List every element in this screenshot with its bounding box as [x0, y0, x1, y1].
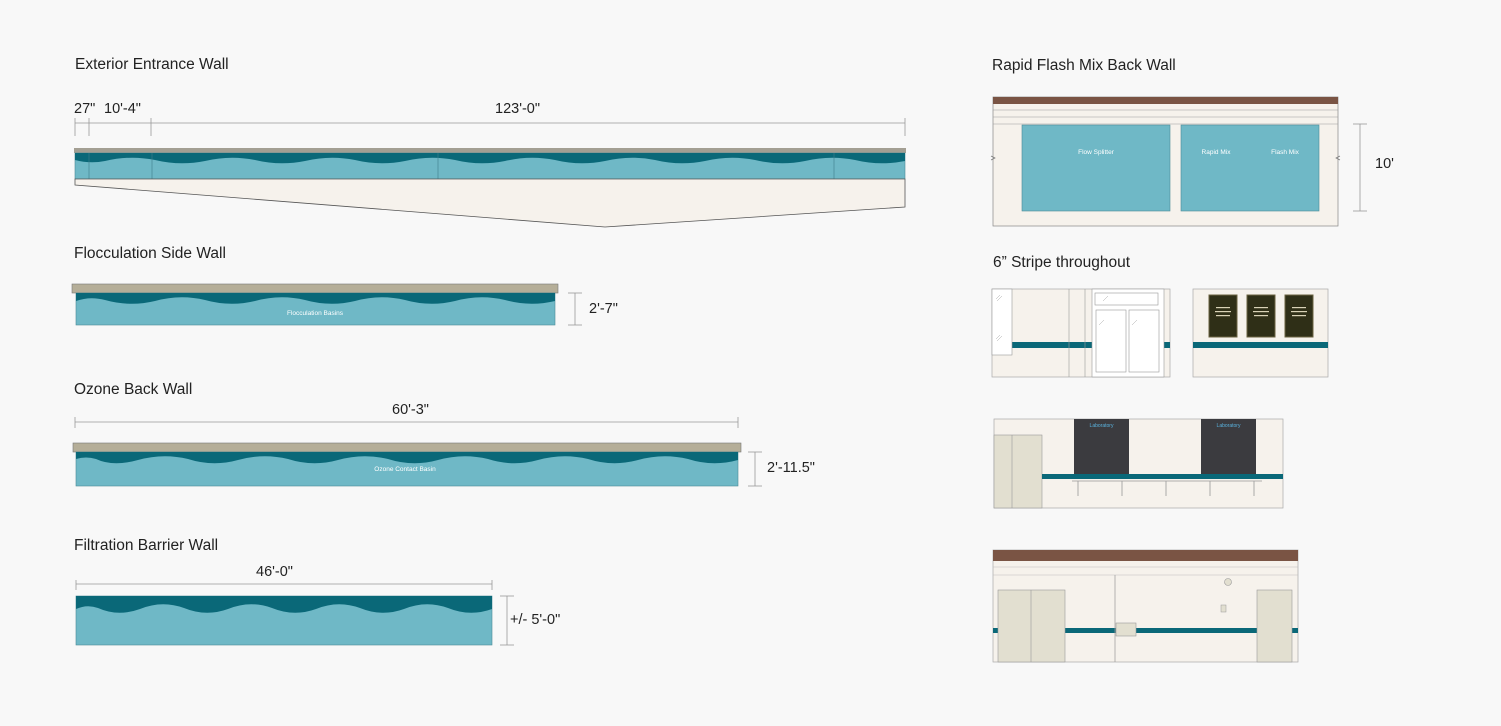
rapid-mix-label: Rapid Mix — [1201, 149, 1231, 156]
exterior-dim-27in: 27" — [74, 101, 96, 117]
exterior-entrance-wall-title: Exterior Entrance Wall — [75, 56, 229, 73]
flocculation-side-wall-title: Flocculation Side Wall — [74, 245, 226, 262]
laboratory-sign-left: Laboratory — [1089, 423, 1114, 429]
rapid-flash-mix-back-wall-title: Rapid Flash Mix Back Wall — [992, 57, 1176, 74]
rapid-flash-height-dim: 10' — [1375, 156, 1394, 172]
flow-splitter-label: Flow Splitter — [1078, 149, 1114, 156]
ozone-back-wall-title: Ozone Back Wall — [74, 381, 193, 398]
filtration-height-dim: +/- 5'-0" — [510, 612, 561, 628]
flocculation-height-dim: 2'-7" — [589, 301, 618, 317]
ozone-height-dim: 2'-11.5" — [767, 460, 815, 476]
ozone-contact-basin-label: Ozone Contact Basin — [374, 466, 436, 473]
exterior-dim-123ft: 123'-0" — [495, 101, 541, 117]
flash-mix-label: Flash Mix — [1271, 149, 1299, 156]
filtration-width-dim: 46'-0" — [256, 564, 293, 580]
flocculation-basins-label: Flocculation Basins — [287, 310, 343, 317]
exterior-dim-10ft4in: 10'-4" — [104, 101, 141, 117]
ozone-width-dim: 60'-3" — [392, 402, 429, 418]
laboratory-sign-right: Laboratory — [1216, 423, 1241, 429]
filtration-barrier-wall-title: Filtration Barrier Wall — [74, 537, 219, 554]
stripe-throughout-title: 6” Stripe throughout — [993, 254, 1131, 271]
